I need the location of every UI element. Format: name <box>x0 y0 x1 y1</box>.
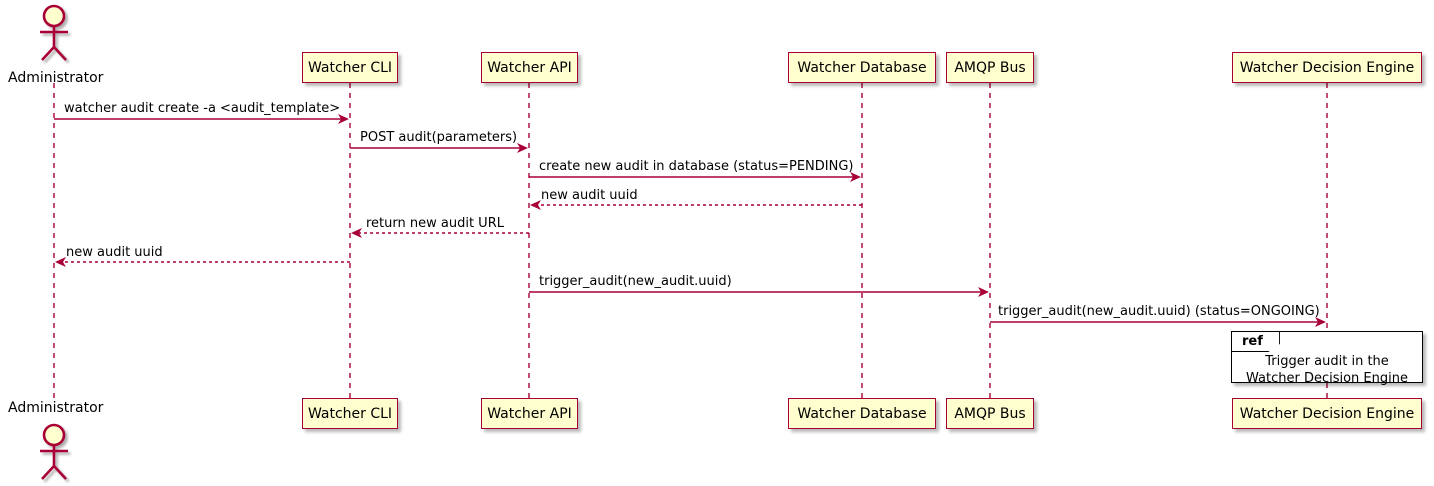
participant-watcher-decision-engine-footer[interactable]: Watcher Decision Engine <box>1232 398 1422 429</box>
participant-watcher-database-header[interactable]: Watcher Database <box>788 52 936 83</box>
participant-label-watcher-api: Watcher API <box>487 405 572 422</box>
lifelines-group <box>53 83 1328 398</box>
message-arrows-group <box>54 114 1326 327</box>
participant-label-watcher-database: Watcher Database <box>797 59 927 76</box>
participant-watcher-api-header[interactable]: Watcher API <box>481 52 578 83</box>
participant-watcher-cli-footer[interactable]: Watcher CLI <box>302 398 398 429</box>
participant-label-watcher-api: Watcher API <box>487 59 572 76</box>
label-message-new-audit-uuid-db: new audit uuid <box>541 188 638 203</box>
actor-figures-group <box>40 4 68 480</box>
participant-label-watcher-decision-engine: Watcher Decision Engine <box>1239 59 1415 76</box>
label-message-trigger-audit-ongoing: trigger_audit(new_audit.uuid) (status=ON… <box>998 304 1320 319</box>
participant-label-watcher-decision-engine: Watcher Decision Engine <box>1239 405 1415 422</box>
label-message-post-audit: POST audit(parameters) <box>360 130 518 145</box>
arrow-head-message-trigger-audit-ongoing <box>1315 317 1326 327</box>
ref-fragment-line-2: Watcher Decision Engine <box>1246 370 1408 386</box>
actor-figure-administrator-top <box>40 4 68 61</box>
participant-label-watcher-database: Watcher Database <box>797 405 927 422</box>
arrow-head-message-trigger-audit <box>978 287 989 297</box>
ref-fragment-tag: ref <box>1232 332 1280 352</box>
participant-watcher-decision-engine-header[interactable]: Watcher Decision Engine <box>1232 52 1422 83</box>
arrow-head-message-post-audit <box>517 143 528 153</box>
actor-figure-administrator-bottom <box>40 423 68 480</box>
participant-watcher-database-footer[interactable]: Watcher Database <box>788 398 936 429</box>
label-message-watcher-audit-create: watcher audit create -a <audit_template> <box>64 101 341 116</box>
label-message-return-new-audit-url: return new audit URL <box>366 216 504 231</box>
arrow-head-message-watcher-audit-create <box>338 114 349 124</box>
participant-watcher-api-footer[interactable]: Watcher API <box>481 398 578 429</box>
arrow-head-message-create-new-audit <box>850 172 861 182</box>
label-message-create-new-audit: create new audit in database (status=PEN… <box>539 159 854 174</box>
label-message-new-audit-uuid-cli: new audit uuid <box>66 245 163 260</box>
participant-label-amqp-bus: AMQP Bus <box>954 405 1026 422</box>
ref-fragment-line-1: Trigger audit in the <box>1265 354 1389 369</box>
label-message-trigger-audit: trigger_audit(new_audit.uuid) <box>539 274 732 289</box>
participant-label-amqp-bus: AMQP Bus <box>954 59 1026 76</box>
actor-label-administrator-top: Administrator <box>8 70 104 86</box>
participant-watcher-cli-header[interactable]: Watcher CLI <box>302 52 398 83</box>
arrow-head-message-new-audit-uuid-db <box>530 200 541 210</box>
arrow-head-message-new-audit-uuid-cli <box>55 257 66 267</box>
participant-amqp-bus-header[interactable]: AMQP Bus <box>946 52 1034 83</box>
participant-label-watcher-cli: Watcher CLI <box>307 405 393 422</box>
participant-amqp-bus-footer[interactable]: AMQP Bus <box>946 398 1034 429</box>
actor-label-administrator-bottom: Administrator <box>8 400 104 416</box>
participant-label-watcher-cli: Watcher CLI <box>307 59 393 76</box>
arrow-head-message-return-new-audit-url <box>351 228 362 238</box>
